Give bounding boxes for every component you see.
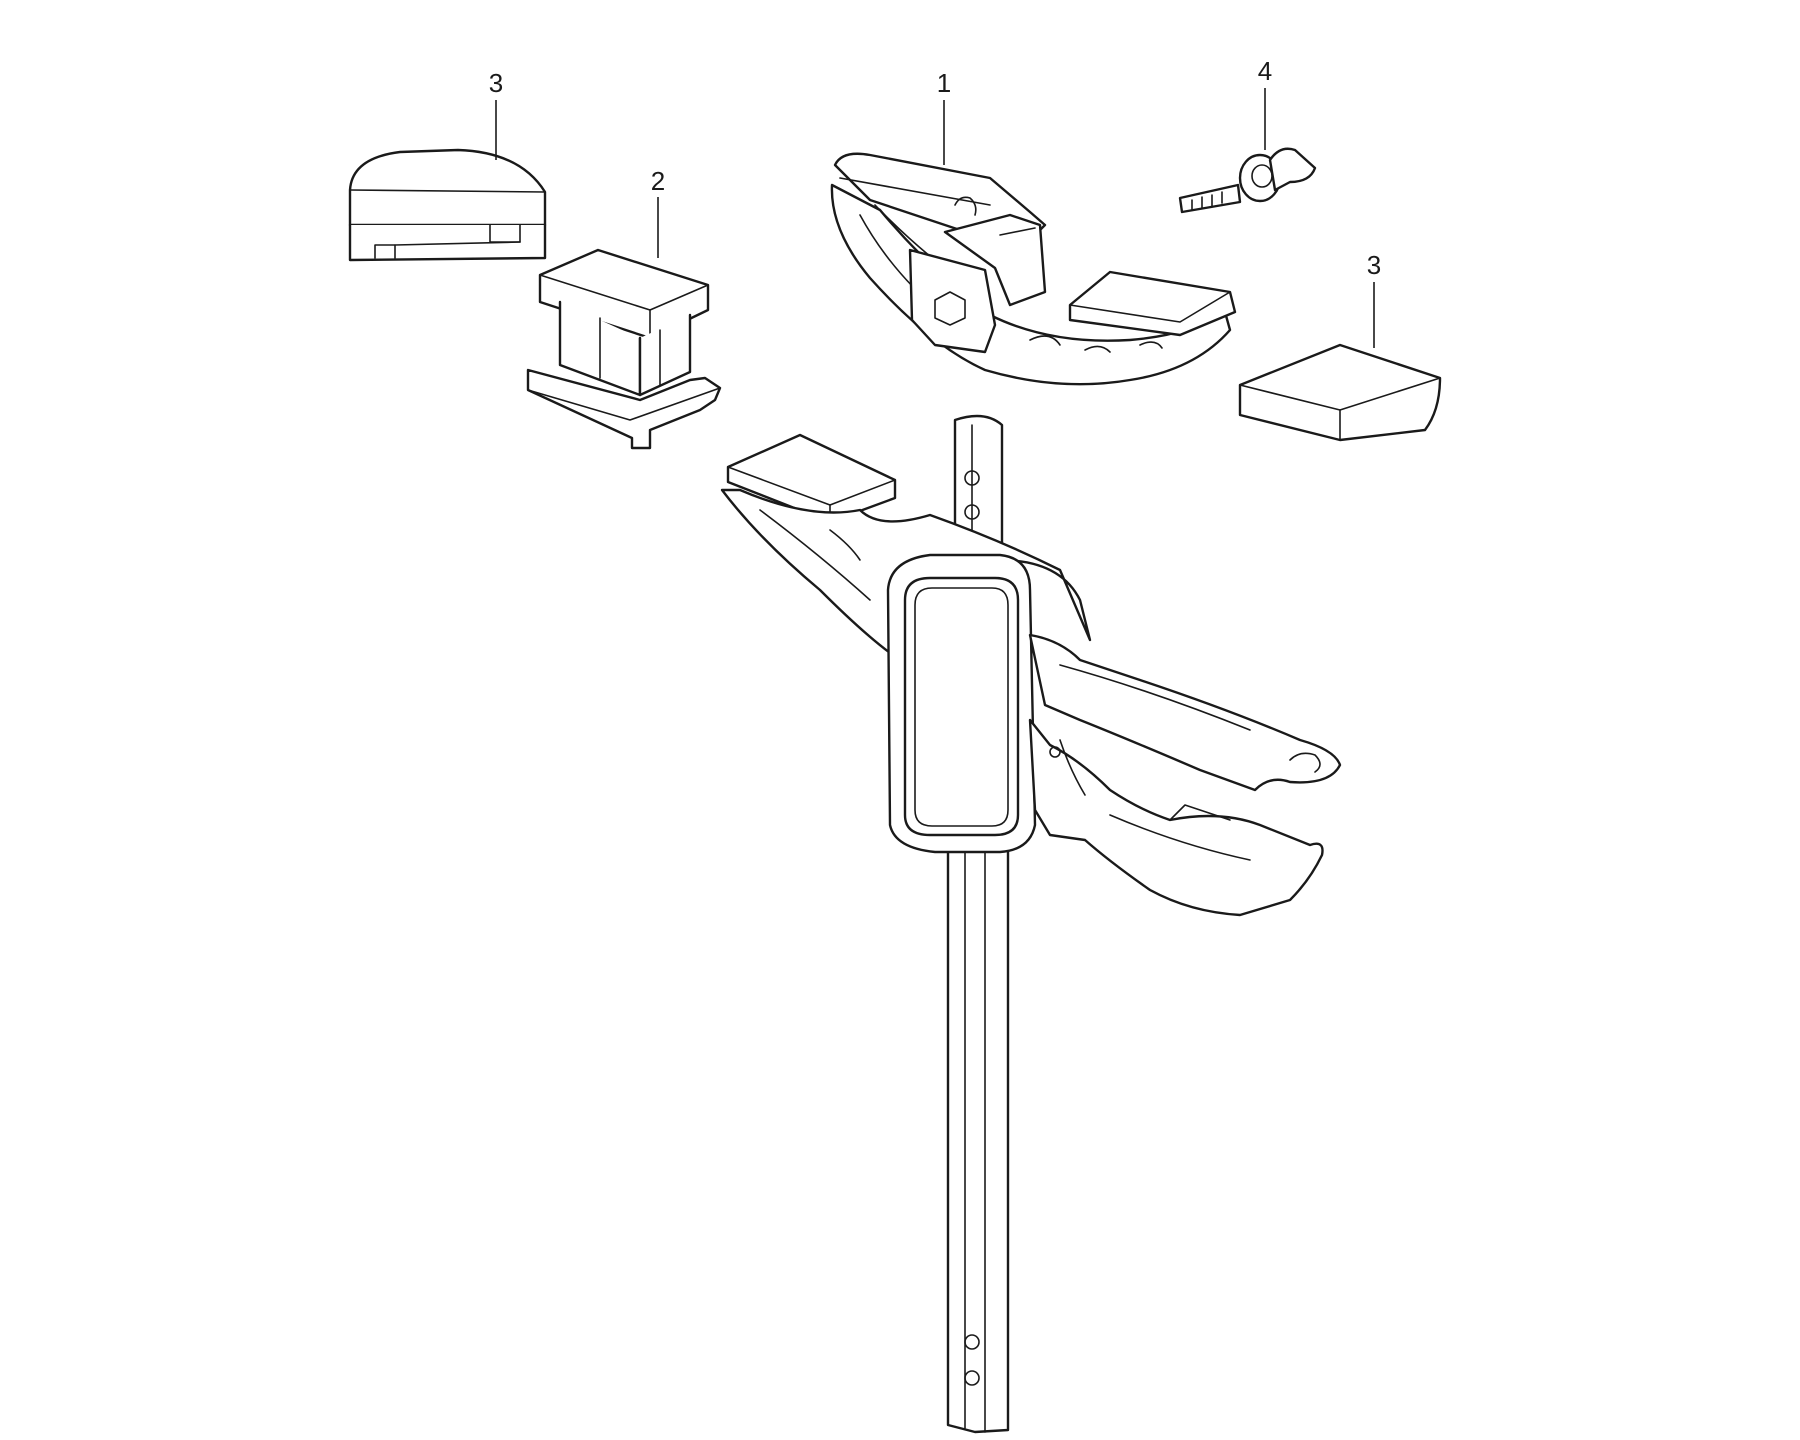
wing-screw-part [1178, 147, 1317, 214]
callout-1-label: 1 [937, 68, 951, 98]
upper-jaw-part [830, 152, 1237, 386]
callout-3-right-label: 3 [1367, 250, 1381, 280]
pad-right-part [1238, 343, 1442, 442]
callout-2-label: 2 [651, 166, 665, 196]
clamp-assembly [720, 414, 1342, 1434]
callout-3-left-label: 3 [489, 68, 503, 98]
sliding-pad-part [526, 248, 722, 450]
pad-left-part [348, 148, 547, 262]
leader-lines [495, 88, 1375, 348]
callout-4-label: 4 [1258, 56, 1272, 86]
